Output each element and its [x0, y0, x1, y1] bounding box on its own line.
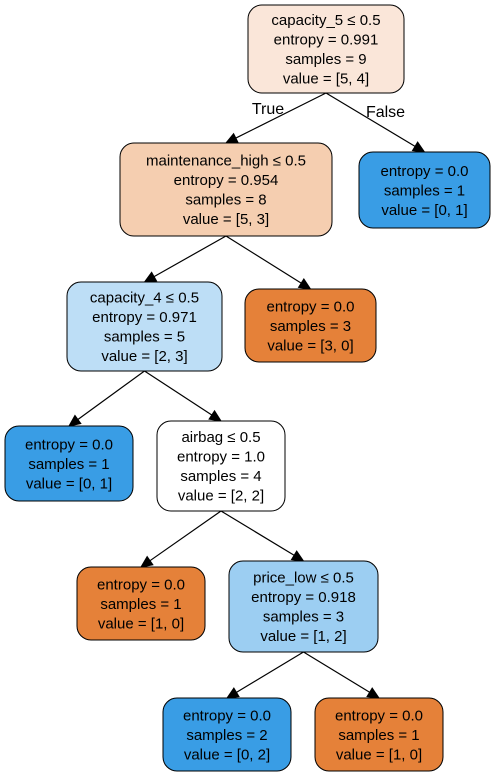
tree-node: price_low ≤ 0.5 entropy = 0.918 samples = … [228, 560, 379, 653]
node-text-line: samples = 1 [28, 456, 109, 473]
edge-arrowhead [143, 271, 158, 283]
tree-node: airbag ≤ 0.5 entropy = 1.0 samples = 4 valu… [156, 420, 286, 512]
node-text-line: entropy = 0.0 [267, 298, 355, 315]
node-text-line: entropy = 0.918 [251, 589, 356, 606]
edge-arrowhead [411, 141, 426, 153]
node-text-line: value = [0, 1] [26, 475, 112, 492]
node-text-line: samples = 2 [186, 727, 267, 744]
tree-node: entropy = 0.0 samples = 3 value = [3, 0] [244, 288, 377, 363]
node-text-line: entropy = 1.0 [177, 449, 265, 466]
edge-arrowhead [68, 414, 82, 427]
node-text-line: samples = 4 [180, 468, 261, 485]
edge-line [77, 370, 145, 421]
node-text-line: samples = 8 [185, 192, 266, 209]
node-text-line: capacity_5 ≤ 0.5 [271, 12, 380, 29]
node-box [4, 425, 134, 502]
node-text-line: entropy = 0.0 [381, 163, 469, 180]
node-text-line: samples = 3 [270, 318, 351, 335]
edge-line [153, 235, 227, 278]
tree-node: maintenance_high ≤ 0.5 entropy = 0.954 sam… [119, 142, 333, 237]
node-text-line: value = [2, 3] [101, 348, 187, 365]
tree-edge [140, 510, 222, 568]
edge-arrowhead [297, 277, 312, 290]
edge-line [235, 92, 327, 139]
edge-arrowhead [224, 132, 239, 144]
node-box [358, 151, 491, 229]
node-text-line: value = [3, 0] [267, 337, 353, 354]
node-text-line: entropy = 0.0 [183, 707, 271, 724]
node-text-line: value = [1, 0] [336, 746, 422, 763]
edge-line [236, 651, 304, 693]
tree-edge [220, 510, 305, 562]
tree-edge: False [325, 92, 426, 153]
node-box [66, 281, 223, 372]
node-box [314, 697, 444, 772]
node-text-line: samples = 1 [338, 727, 419, 744]
node-text-line: maintenance_high ≤ 0.5 [146, 153, 306, 170]
node-text-line: capacity_4 ≤ 0.5 [90, 290, 199, 307]
node-text-line: samples = 9 [285, 51, 366, 68]
node-text-line: value = [1, 0] [98, 615, 184, 632]
tree-edge [143, 235, 227, 283]
tree-edge [144, 370, 223, 422]
tree-node: entropy = 0.0 samples = 1 value = [0, 1] [4, 425, 134, 502]
edge-line [225, 235, 302, 284]
edge-line [144, 370, 213, 416]
node-text-line: value = [5, 3] [183, 211, 269, 228]
nodes-layer: capacity_5 ≤ 0.5 entropy = 0.991 samples =… [4, 4, 491, 772]
node-text-line: samples = 5 [104, 329, 185, 346]
node-text-line: entropy = 0.991 [274, 32, 379, 49]
tree-edge [225, 235, 312, 290]
node-text-line: entropy = 0.954 [174, 172, 279, 189]
edge-arrowhead [366, 687, 381, 699]
node-box [76, 566, 206, 641]
node-box [156, 420, 286, 512]
node-text-line: entropy = 0.0 [25, 436, 113, 453]
node-box [244, 288, 377, 363]
tree-node: capacity_4 ≤ 0.5 entropy = 0.971 samples =… [66, 281, 223, 372]
edge-arrowhead [290, 550, 305, 562]
node-text-line: value = [1, 2] [260, 628, 346, 645]
edge-arrowhead [140, 555, 154, 568]
node-text-line: value = [0, 2] [184, 746, 270, 763]
tree-node: entropy = 0.0 samples = 1 value = [1, 0] [314, 697, 444, 772]
true-edge-label: True [252, 101, 284, 118]
tree-node: capacity_5 ≤ 0.5 entropy = 0.991 samples =… [247, 4, 405, 94]
node-text-line: entropy = 0.971 [92, 309, 197, 326]
node-text-line: samples = 1 [384, 182, 465, 199]
tree-node: entropy = 0.0 samples = 1 value = [1, 0] [76, 566, 206, 641]
node-text-line: price_low ≤ 0.5 [253, 570, 354, 587]
tree-edge [225, 651, 304, 699]
node-text-line: value = [2, 2] [178, 488, 264, 505]
node-box [162, 697, 292, 772]
edge-line [220, 510, 295, 556]
node-text-line: samples = 3 [263, 609, 344, 626]
edge-line [149, 510, 222, 562]
edge-arrowhead [208, 409, 223, 422]
node-text-line: value = [0, 1] [381, 202, 467, 219]
node-box [119, 142, 333, 237]
node-box [228, 560, 379, 653]
tree-node: entropy = 0.0 samples = 1 value = [0, 1] [358, 151, 491, 229]
node-text-line: samples = 1 [100, 596, 181, 613]
node-box [247, 4, 405, 94]
node-text-line: airbag ≤ 0.5 [181, 429, 260, 446]
tree-node: entropy = 0.0 samples = 2 value = [0, 2] [162, 697, 292, 772]
edge-line [325, 92, 416, 147]
node-text-line: value = [5, 4] [283, 71, 369, 88]
tree-edge: True [224, 92, 327, 144]
edge-arrowhead [225, 687, 240, 699]
edge-line [303, 651, 370, 693]
tree-edge [303, 651, 381, 699]
tree-edge [68, 370, 145, 427]
false-edge-label: False [366, 104, 405, 121]
node-text-line: entropy = 0.0 [97, 576, 185, 593]
edges-layer: True False [68, 92, 426, 699]
node-text-line: entropy = 0.0 [335, 707, 423, 724]
